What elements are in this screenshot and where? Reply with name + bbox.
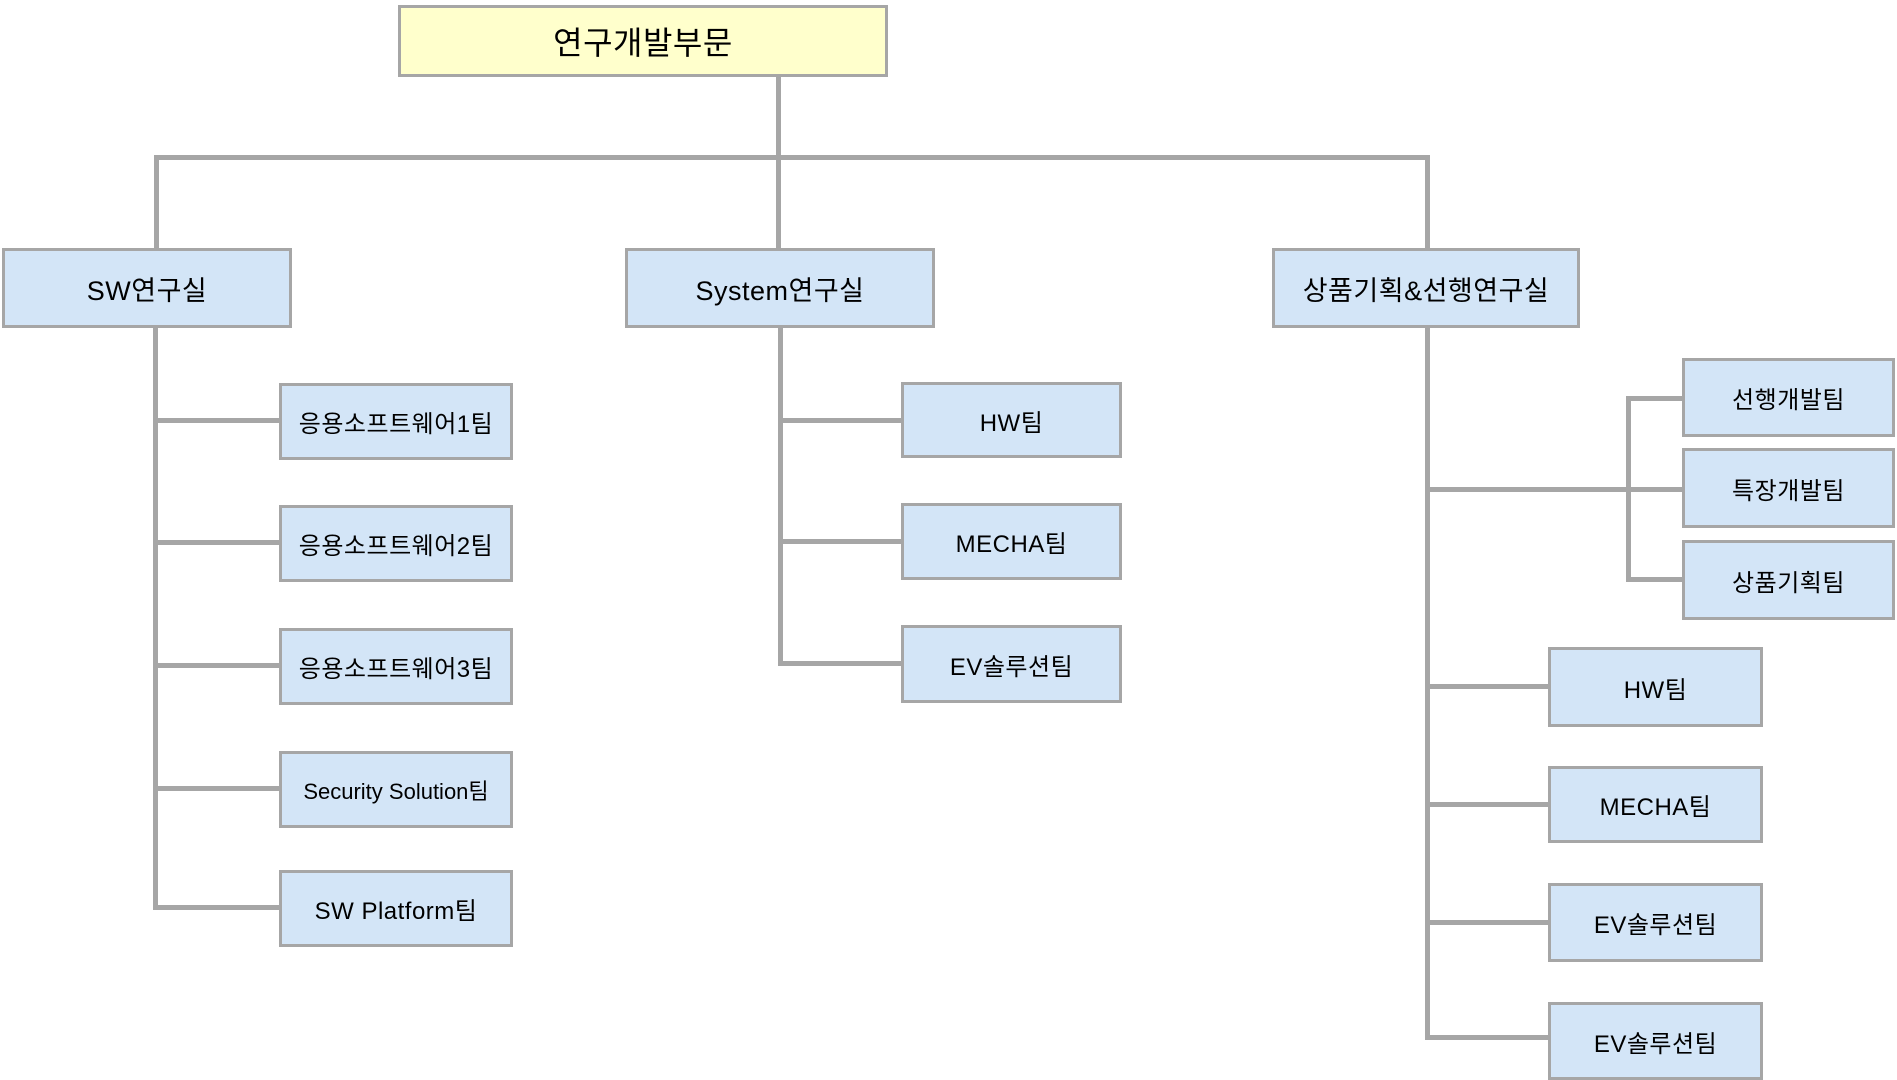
connector-pp-group-link <box>1425 487 1631 492</box>
org-node-sw-lab: SW연구실 <box>2 248 292 328</box>
connector-sw-stub-4 <box>153 786 279 791</box>
connector-root-trunk <box>776 76 781 250</box>
org-node-pp-hw-team: HW팀 <box>1548 647 1763 727</box>
org-node-system-lab: System연구실 <box>625 248 935 328</box>
org-node-sys-mecha-team: MECHA팀 <box>901 503 1122 580</box>
connector-pp-stub-2 <box>1425 802 1548 807</box>
org-node-sys-hw-team: HW팀 <box>901 382 1122 458</box>
connector-top-tee <box>154 155 1430 160</box>
connector-pp-stub-3 <box>1425 920 1548 925</box>
connector-pp-stub-1 <box>1425 684 1548 689</box>
org-node-pp-ev-solution-team-2: EV솔루션팀 <box>1548 1002 1763 1080</box>
connector-pp-stub-4 <box>1425 1035 1548 1040</box>
connector-drop-sw-lab <box>154 155 159 250</box>
org-node-pp-mecha-team: MECHA팀 <box>1548 766 1763 843</box>
connector-pp-group-stub-1 <box>1626 396 1682 401</box>
org-node-root: 연구개발부문 <box>398 5 888 77</box>
org-node-pp-ev-solution-team-1: EV솔루션팀 <box>1548 883 1763 962</box>
connector-sys-stub-3 <box>778 661 901 666</box>
connector-sw-stub-2 <box>153 540 279 545</box>
org-node-product-planning-team: 상품기획팀 <box>1682 540 1895 620</box>
connector-sw-stub-1 <box>153 418 279 423</box>
org-node-sys-ev-solution-team: EV솔루션팀 <box>901 625 1122 703</box>
org-node-special-dev-team: 특장개발팀 <box>1682 448 1895 528</box>
org-node-app-sw-team-3: 응용소프트웨어3팀 <box>279 628 513 705</box>
org-node-advanced-dev-team: 선행개발팀 <box>1682 358 1895 437</box>
connector-pp-group-stub-3 <box>1626 577 1682 582</box>
connector-sw-stub-3 <box>153 663 279 668</box>
org-node-app-sw-team-2: 응용소프트웨어2팀 <box>279 505 513 582</box>
org-node-security-solution-team: Security Solution팀 <box>279 751 513 828</box>
connector-sys-rail <box>778 328 783 666</box>
connector-pp-group-stub-2 <box>1626 487 1682 492</box>
connector-sys-stub-1 <box>778 418 901 423</box>
connector-sw-stub-5 <box>153 905 279 910</box>
org-node-product-planning-lab: 상품기획&선행연구실 <box>1272 248 1580 328</box>
connector-drop-pp-lab <box>1425 155 1430 250</box>
org-node-sw-platform-team: SW Platform팀 <box>279 870 513 947</box>
org-node-app-sw-team-1: 응용소프트웨어1팀 <box>279 383 513 460</box>
connector-sw-rail <box>153 328 158 910</box>
connector-sys-stub-2 <box>778 539 901 544</box>
